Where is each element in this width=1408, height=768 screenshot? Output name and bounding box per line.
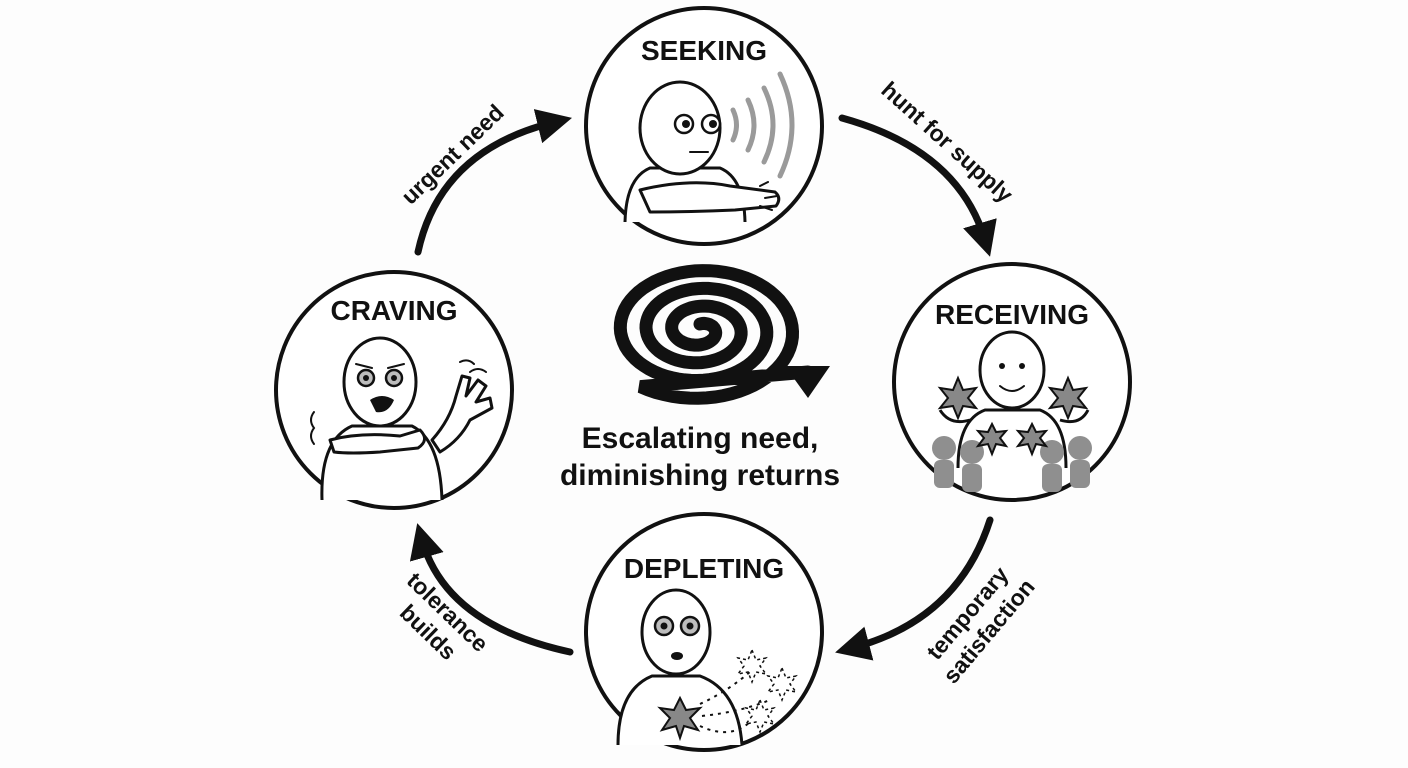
craving-figure-icon bbox=[310, 336, 494, 501]
depleting-figure-icon bbox=[616, 588, 798, 746]
label-urgent-need: urgent need bbox=[396, 99, 509, 209]
stage-craving: CRAVING bbox=[274, 270, 514, 510]
center-spiral-icon bbox=[613, 264, 830, 405]
depleting-title: DEPLETING bbox=[624, 553, 784, 584]
seeking-sound-waves-icon bbox=[730, 71, 795, 179]
craving-title: CRAVING bbox=[330, 295, 457, 326]
receiving-title: RECEIVING bbox=[935, 299, 1089, 330]
spiral-arrowhead bbox=[785, 366, 830, 398]
seeking-title: SEEKING bbox=[641, 35, 767, 66]
arrow-receiving-to-depleting bbox=[835, 516, 994, 661]
arrow-depleting-to-craving bbox=[409, 523, 574, 656]
arrow-seeking-to-receiving bbox=[838, 114, 997, 257]
center-text-line1: Escalating need, bbox=[582, 422, 819, 455]
receiving-crowd-icon bbox=[932, 436, 1092, 492]
label-temporary-satisfaction: temporary satisfaction bbox=[921, 561, 1040, 688]
receiving-burst-icons bbox=[937, 375, 1089, 457]
arrow-craving-to-seeking bbox=[414, 109, 573, 256]
center-text-line2: diminishing returns bbox=[560, 459, 840, 492]
seeking-figure-icon bbox=[623, 80, 781, 223]
stage-seeking: SEEKING bbox=[584, 6, 824, 246]
stage-depleting: DEPLETING bbox=[584, 512, 824, 752]
label-tolerance-builds: tolerance builds bbox=[395, 567, 494, 665]
receiving-figure-icon bbox=[938, 330, 1090, 469]
stage-receiving: RECEIVING bbox=[892, 262, 1132, 502]
